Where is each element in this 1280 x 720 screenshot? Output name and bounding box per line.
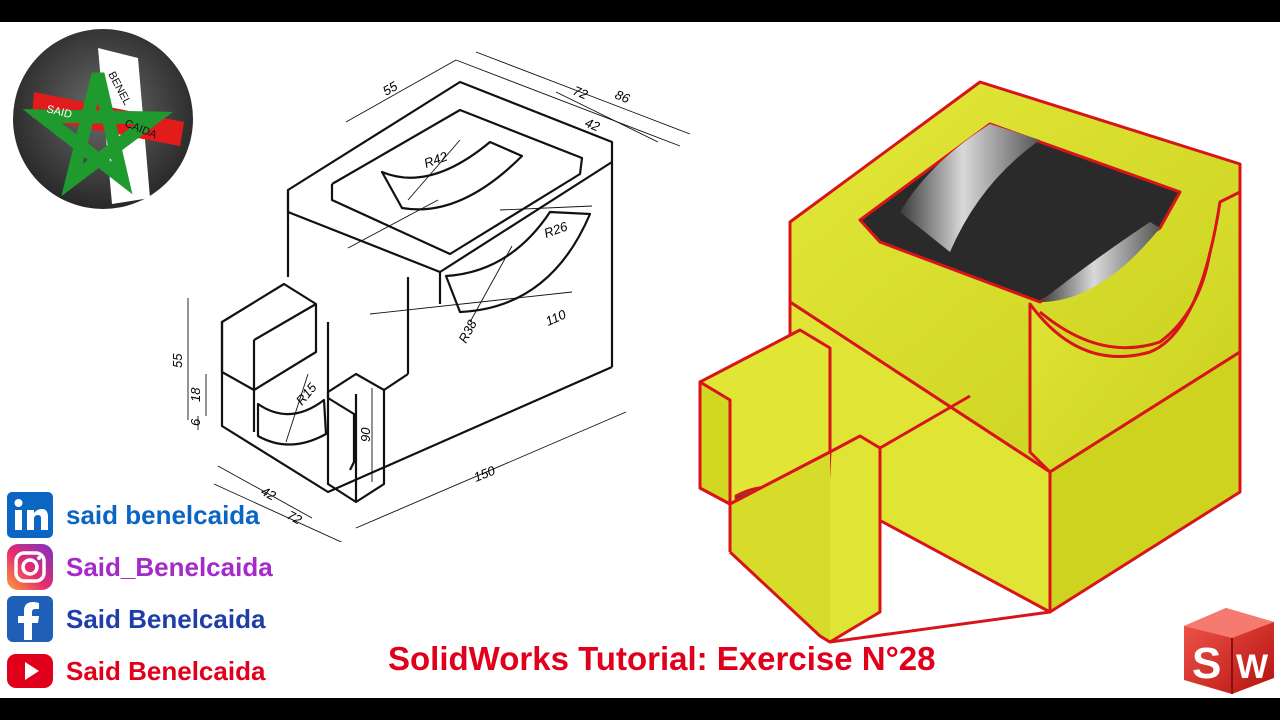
- dim-55-top: 55: [380, 78, 401, 99]
- facebook-icon: [6, 596, 54, 642]
- dim-150: 150: [472, 462, 498, 484]
- youtube-icon: [6, 648, 54, 694]
- social-youtube[interactable]: Said Benelcaida: [6, 648, 346, 694]
- sw-logo-letter-s: S: [1192, 639, 1221, 688]
- solid-model-render: [680, 52, 1260, 652]
- brand-logo: SAID BENEL CAIDA: [12, 28, 194, 210]
- dim-6: 6: [188, 418, 203, 426]
- social-facebook[interactable]: Said Benelcaida: [6, 596, 346, 642]
- dim-r42: R42: [422, 148, 450, 171]
- dim-r15: R15: [293, 379, 320, 408]
- social-label-facebook: Said Benelcaida: [66, 603, 266, 634]
- dim-86: 86: [613, 87, 633, 107]
- social-label-linkedin: said benelcaida: [66, 499, 260, 530]
- social-label-youtube: Said Benelcaida: [66, 655, 266, 686]
- instagram-icon: [6, 544, 54, 590]
- solidworks-logo: S W: [1178, 600, 1278, 696]
- dim-r26: R26: [542, 218, 570, 241]
- dim-42-top: 42: [583, 115, 603, 135]
- sw-logo-letter-w: W: [1236, 648, 1269, 686]
- thumbnail-frame: SAID BENEL CAIDA: [0, 22, 1280, 698]
- linkedin-icon: [6, 492, 54, 538]
- technical-drawing: 55 72 86 42 R42 R26 R38 110 55 18 6 R15 …: [160, 22, 700, 547]
- dim-18: 18: [188, 387, 203, 402]
- video-title: SolidWorks Tutorial: Exercise N°28: [388, 640, 936, 677]
- dim-110: 110: [543, 306, 569, 328]
- dim-90: 90: [358, 427, 373, 442]
- dim-72-top: 72: [571, 83, 591, 103]
- dim-r38: R38: [455, 317, 480, 346]
- social-label-instagram: Said_Benelcaida: [66, 551, 273, 582]
- social-instagram[interactable]: Said_Benelcaida: [6, 544, 346, 590]
- social-linkedin[interactable]: said benelcaida: [6, 492, 346, 538]
- pentagram-star-icon: [22, 72, 173, 197]
- dim-55-left: 55: [170, 353, 185, 368]
